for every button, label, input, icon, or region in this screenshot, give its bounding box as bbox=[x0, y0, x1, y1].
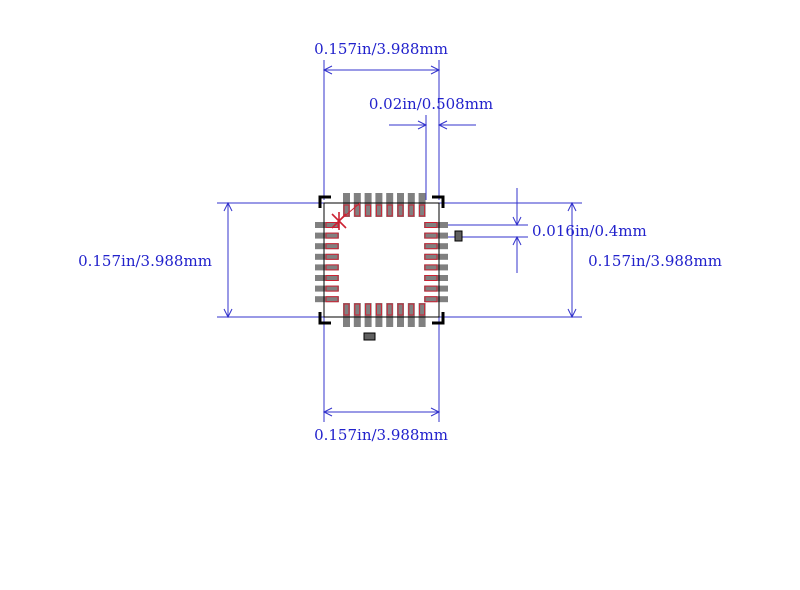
corner-mark-top-left bbox=[318, 195, 331, 208]
pin-left-3 bbox=[315, 243, 339, 250]
dimension-top-width bbox=[322, 60, 441, 200]
corner-mark-top-right bbox=[432, 195, 445, 208]
pad-right-3 bbox=[424, 243, 438, 250]
pad-bottom-5 bbox=[386, 303, 393, 316]
pad-right-4 bbox=[424, 253, 438, 260]
dimension-left-height-label: 0.157in/3.988mm bbox=[78, 252, 212, 270]
corner-mark-bottom-left bbox=[318, 312, 331, 325]
pad-right-6 bbox=[424, 275, 438, 281]
dimension-pin-width bbox=[389, 115, 476, 200]
package-body-outline bbox=[323, 202, 440, 318]
pad-left-7 bbox=[325, 285, 339, 292]
corner-mark-bottom-right bbox=[432, 312, 445, 325]
package-pins bbox=[315, 193, 448, 327]
pad-left-8 bbox=[325, 296, 339, 303]
pin-right-2 bbox=[424, 232, 448, 239]
pad-right-5 bbox=[424, 264, 438, 271]
pin-right-4 bbox=[424, 253, 448, 260]
pin-right-5 bbox=[424, 264, 448, 271]
pad-left-5 bbox=[325, 264, 339, 271]
pad-bottom-6 bbox=[397, 303, 404, 316]
pad-right-8 bbox=[424, 296, 438, 303]
dimension-left-height bbox=[217, 201, 324, 319]
pad-left-2 bbox=[325, 232, 339, 239]
pad-bottom-7 bbox=[408, 303, 415, 316]
pad-bottom-8 bbox=[419, 303, 426, 316]
pad-right-1 bbox=[424, 222, 438, 228]
pad-top-4 bbox=[375, 204, 382, 217]
pad-top-6 bbox=[397, 204, 404, 217]
pin-left-8 bbox=[315, 296, 339, 303]
pad-bottom-4 bbox=[375, 303, 382, 316]
pad-right-7 bbox=[424, 285, 438, 292]
pin-right-3 bbox=[424, 243, 448, 250]
pin-left-5 bbox=[315, 264, 339, 271]
pin1-marker-icon bbox=[331, 202, 361, 230]
pin-left-6 bbox=[315, 275, 339, 281]
pad-top-1 bbox=[343, 204, 350, 217]
dimension-pin-width-label: 0.02in/0.508mm bbox=[369, 95, 493, 113]
pin-right-1 bbox=[424, 222, 448, 228]
pad-bottom-1 bbox=[343, 303, 350, 316]
corner-marks bbox=[318, 195, 445, 325]
fiducial-right bbox=[454, 230, 463, 242]
dimension-pin-pitch-label: 0.016in/0.4mm bbox=[532, 222, 647, 240]
pad-top-3 bbox=[365, 204, 372, 217]
dimension-pin-pitch bbox=[439, 188, 528, 273]
fiducial-bottom bbox=[363, 332, 376, 341]
pad-left-4 bbox=[325, 253, 339, 260]
pad-left-3 bbox=[325, 243, 339, 250]
pin-right-6 bbox=[424, 275, 448, 281]
pin-right-8 bbox=[424, 296, 448, 303]
pin-left-7 bbox=[315, 285, 339, 292]
pad-top-8 bbox=[419, 204, 426, 217]
dimension-bottom-width-label: 0.157in/3.988mm bbox=[314, 426, 448, 444]
pad-top-7 bbox=[408, 204, 415, 217]
pad-bottom-3 bbox=[365, 303, 372, 316]
pad-right-2 bbox=[424, 232, 438, 239]
pin-left-4 bbox=[315, 253, 339, 260]
dimension-top-width-label: 0.157in/3.988mm bbox=[314, 40, 448, 58]
pin-right-7 bbox=[424, 285, 448, 292]
pad-bottom-2 bbox=[354, 303, 361, 316]
pin-left-1 bbox=[315, 222, 339, 228]
dimension-bottom-width bbox=[322, 317, 441, 422]
pad-left-6 bbox=[325, 275, 339, 281]
pin-left-2 bbox=[315, 232, 339, 239]
dimension-right-height-label: 0.157in/3.988mm bbox=[588, 252, 722, 270]
dimension-right-height bbox=[439, 201, 582, 319]
pad-top-5 bbox=[386, 204, 393, 217]
